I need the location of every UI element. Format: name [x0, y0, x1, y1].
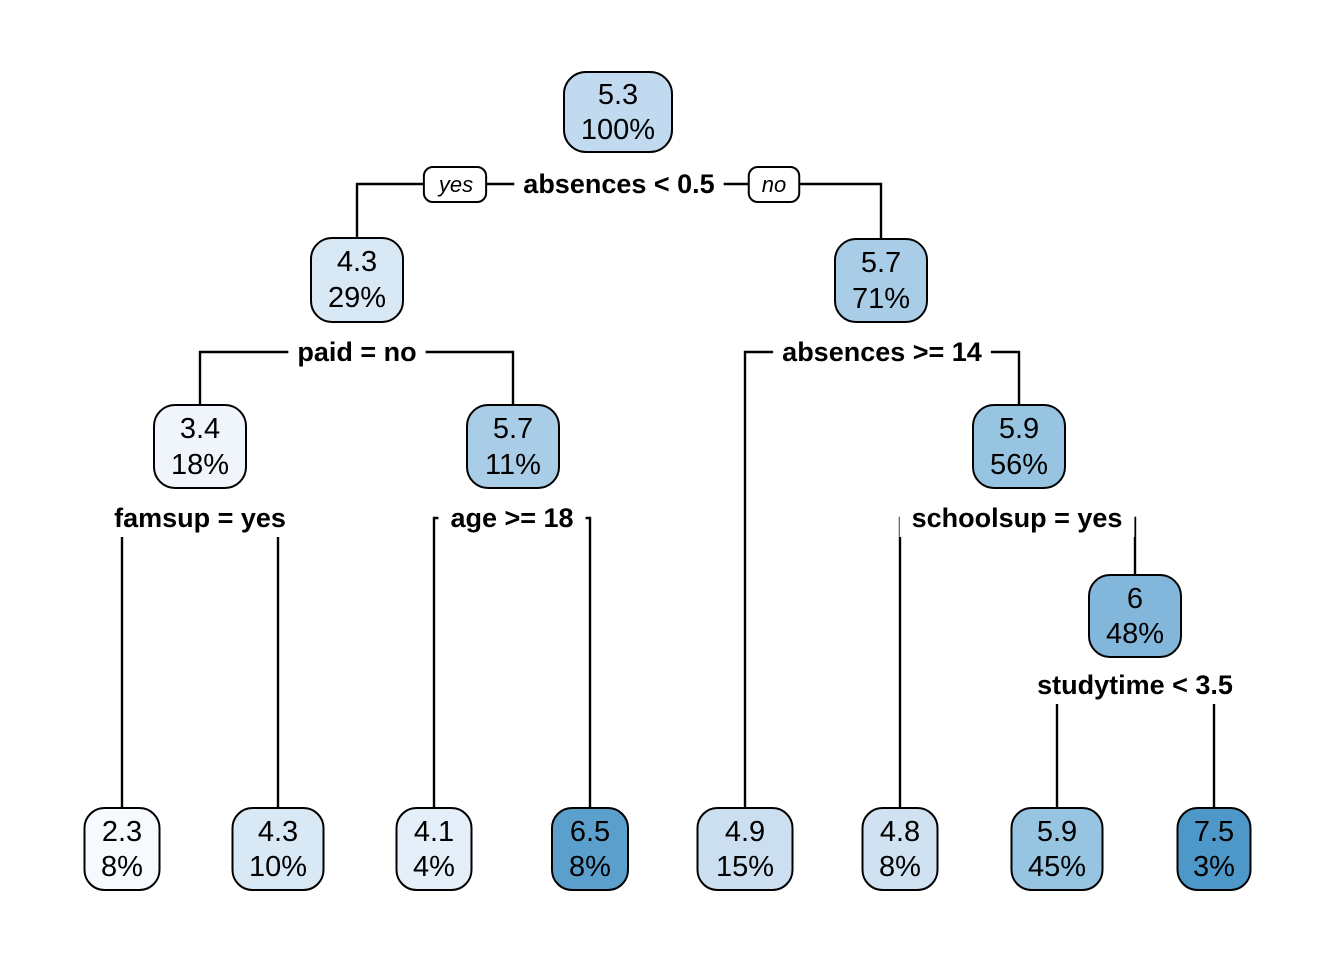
split-label-text: age >= 18	[450, 503, 573, 533]
split-label-text: paid = no	[297, 337, 416, 367]
node-box	[563, 71, 673, 153]
node-percent: 8%	[101, 851, 143, 883]
split-label-paid: paid = no	[288, 333, 426, 371]
node-percent: 56%	[990, 449, 1048, 481]
node-box	[834, 238, 928, 323]
tree-node-1: 4.3 29%	[310, 237, 404, 323]
node-box	[153, 404, 247, 489]
label-background	[514, 165, 724, 203]
leaf-node-12: 4.8 8%	[861, 807, 939, 891]
node-value: 7.5	[1194, 816, 1234, 848]
tree-node-5: 5.9 56%	[972, 404, 1066, 489]
split-label-absences14: absences >= 14	[773, 333, 991, 371]
split-label-text: studytime < 3.5	[1037, 670, 1233, 700]
label-background	[438, 499, 586, 537]
no-badge-text: no	[762, 172, 786, 197]
node-value: 5.7	[861, 247, 901, 279]
node-value: 4.1	[414, 816, 454, 848]
node-box	[551, 807, 629, 891]
split-label-studytime: studytime < 3.5	[1025, 666, 1245, 704]
tree-node-root: 5.3 100%	[563, 71, 673, 153]
branch-schoolsup	[898, 516, 1137, 810]
node-value: 4.8	[880, 816, 920, 848]
yes-badge-text: yes	[437, 172, 473, 197]
node-box	[696, 807, 794, 891]
leaf-node-8: 4.3 10%	[231, 807, 325, 891]
node-value: 5.3	[598, 79, 638, 111]
label-background	[899, 499, 1135, 537]
node-percent: 3%	[1193, 851, 1235, 883]
node-box	[231, 807, 325, 891]
node-box	[395, 807, 473, 891]
label-background	[773, 333, 991, 371]
node-percent: 8%	[879, 851, 921, 883]
node-value: 4.3	[258, 816, 298, 848]
label-background	[102, 499, 298, 537]
node-value: 5.9	[1037, 816, 1077, 848]
leaf-node-14: 7.5 3%	[1176, 807, 1252, 891]
no-badge-box	[747, 166, 801, 203]
yes-badge: yes	[422, 166, 488, 203]
leaf-node-9: 4.1 4%	[395, 807, 473, 891]
split-label-text: famsup = yes	[114, 503, 286, 533]
tree-node-2: 5.7 71%	[834, 238, 928, 323]
node-percent: 48%	[1106, 618, 1164, 650]
node-value: 2.3	[102, 816, 142, 848]
node-value: 4.3	[337, 246, 377, 278]
node-value: 3.4	[180, 413, 220, 445]
tree-node-4: 5.7 11%	[466, 404, 560, 489]
node-percent: 11%	[485, 449, 541, 481]
tree-node-6: 6 48%	[1088, 574, 1182, 658]
node-percent: 4%	[413, 851, 455, 883]
split-label-famsup: famsup = yes	[102, 499, 298, 537]
branch-age	[432, 516, 592, 810]
split-label-text: absences < 0.5	[523, 169, 714, 199]
leaf-node-7: 2.3 8%	[83, 807, 161, 891]
label-background	[1025, 666, 1245, 704]
node-value: 6.5	[570, 816, 610, 848]
split-label-text: absences >= 14	[782, 337, 982, 367]
node-value: 4.9	[725, 816, 765, 848]
leaf-node-13: 5.9 45%	[1010, 807, 1104, 891]
yes-badge-box	[422, 166, 488, 203]
node-percent: 8%	[569, 851, 611, 883]
leaf-node-10: 6.5 8%	[551, 807, 629, 891]
node-percent: 71%	[852, 283, 910, 315]
node-percent: 18%	[171, 449, 229, 481]
split-label-schoolsup: schoolsup = yes	[899, 499, 1135, 537]
no-badge: no	[747, 166, 801, 203]
leaf-node-11: 4.9 15%	[696, 807, 794, 891]
branches	[120, 182, 1216, 810]
node-percent: 10%	[249, 851, 307, 883]
node-box	[466, 404, 560, 489]
node-percent: 45%	[1028, 851, 1086, 883]
node-percent: 15%	[716, 851, 774, 883]
node-box	[83, 807, 161, 891]
node-percent: 29%	[328, 282, 386, 314]
node-box	[972, 404, 1066, 489]
node-box	[1088, 574, 1182, 658]
node-percent: 100%	[581, 114, 655, 146]
node-value: 6	[1127, 583, 1143, 615]
node-box	[861, 807, 939, 891]
node-value: 5.7	[493, 413, 533, 445]
node-box	[1176, 807, 1252, 891]
label-background	[288, 333, 426, 371]
branch-famsup	[120, 516, 280, 810]
node-value: 5.9	[999, 413, 1039, 445]
tree-node-3: 3.4 18%	[153, 404, 247, 489]
node-box	[1010, 807, 1104, 891]
split-label-age: age >= 18	[438, 499, 586, 537]
split-label-text: schoolsup = yes	[912, 503, 1123, 533]
split-label-absences-root: absences < 0.5	[514, 165, 724, 203]
node-box	[310, 237, 404, 323]
